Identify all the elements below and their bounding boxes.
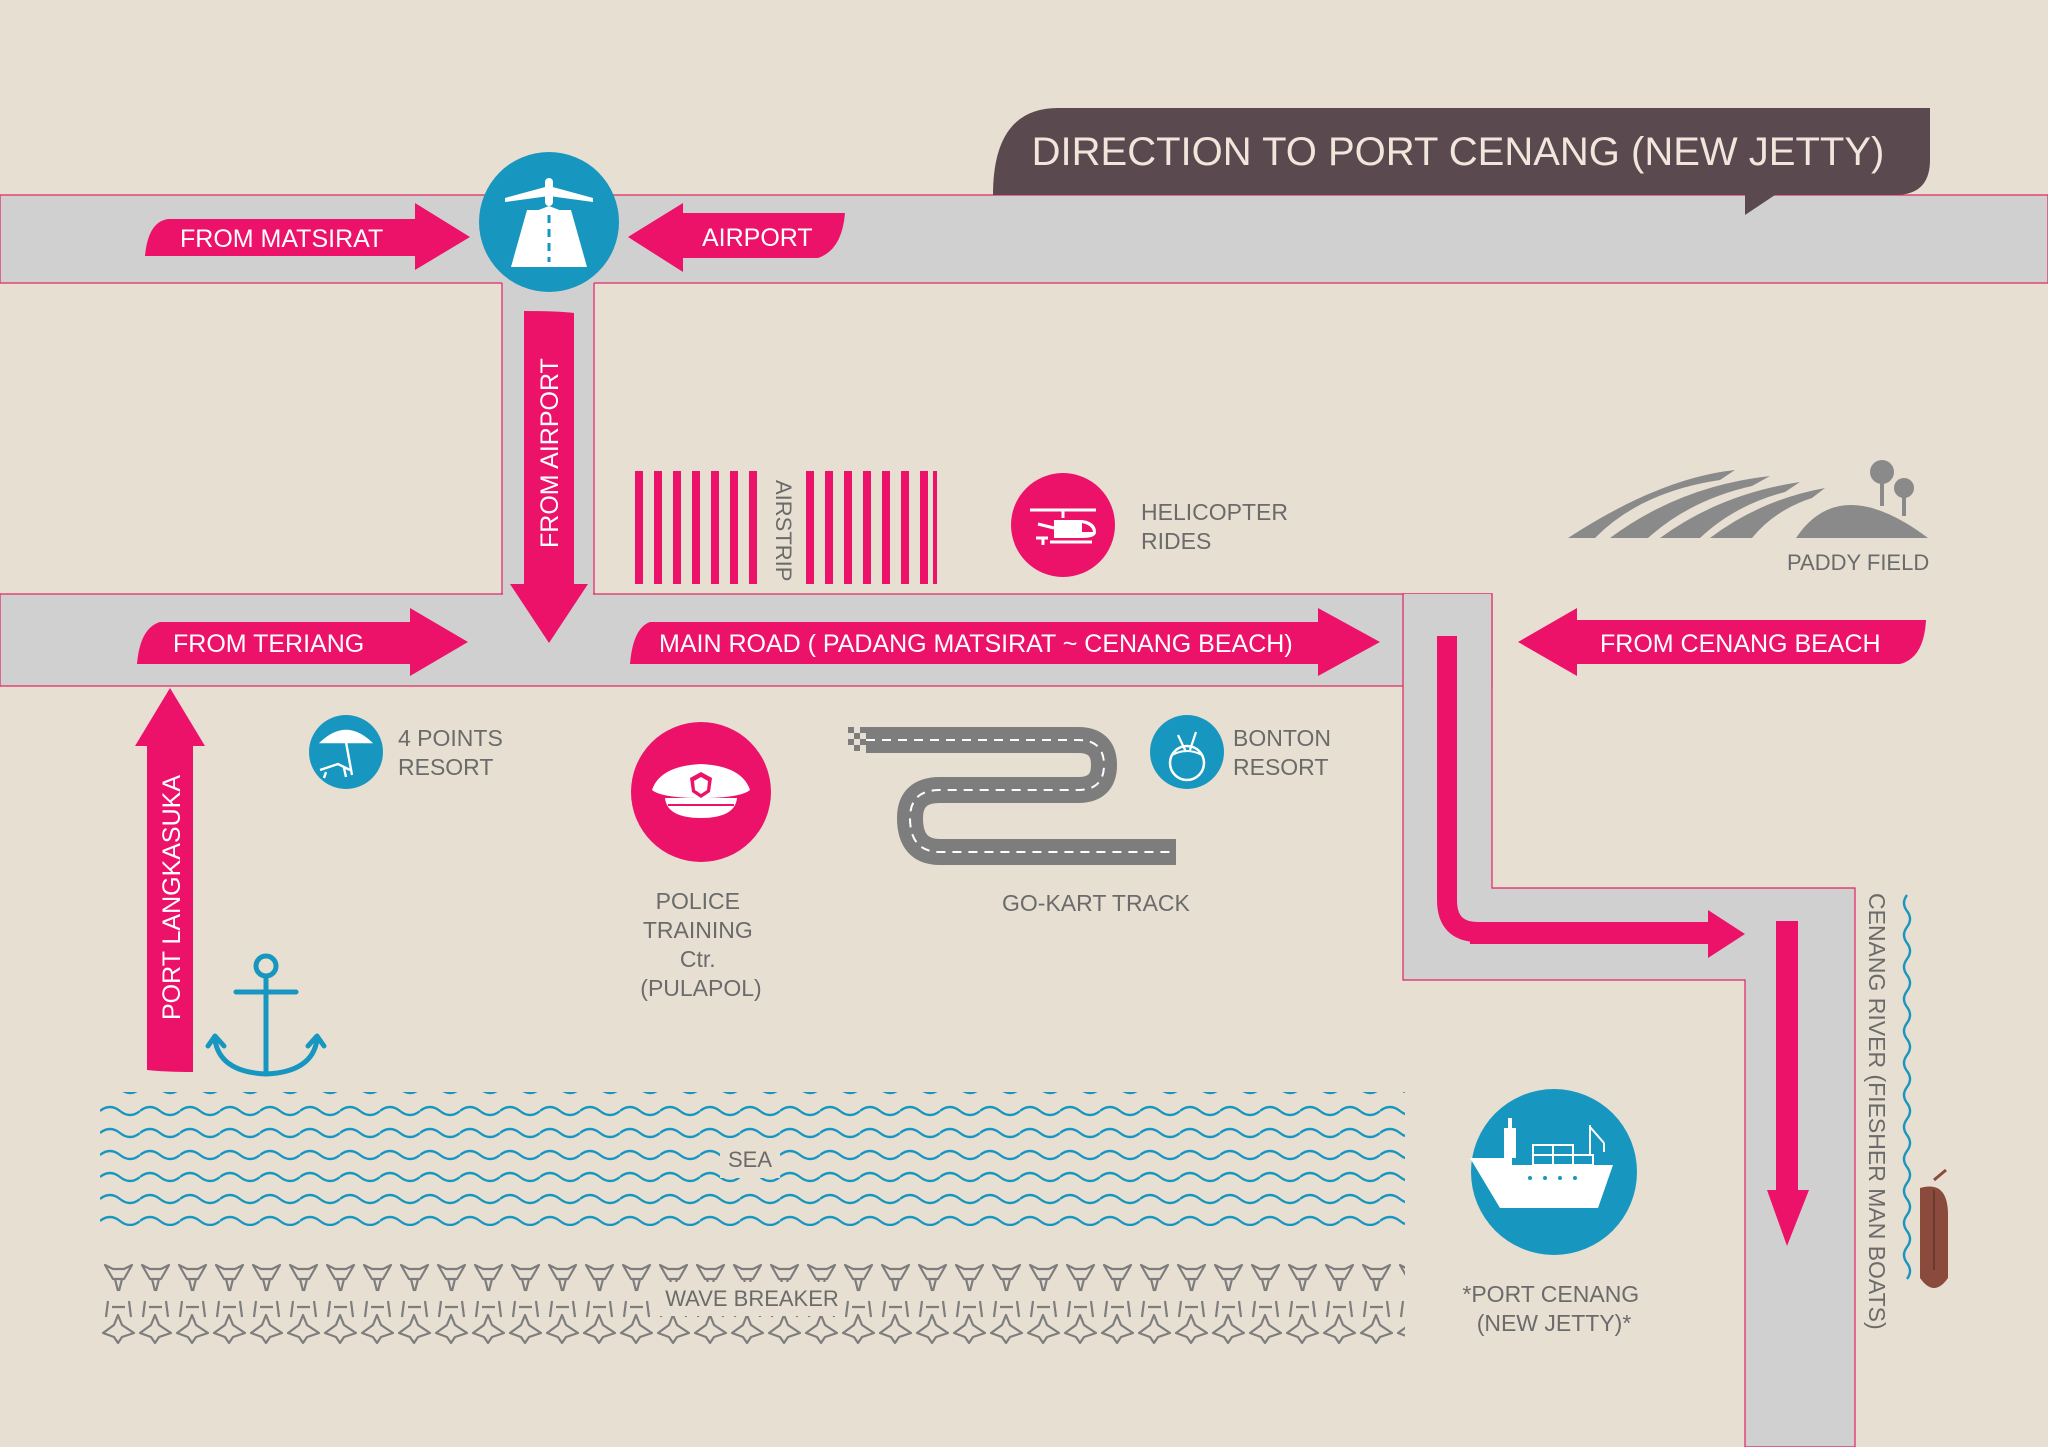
anchor-icon: [205, 953, 327, 1077]
svg-text:CENANG RIVER (FIESHER MAN BOAT: CENANG RIVER (FIESHER MAN BOATS): [1864, 893, 1890, 1330]
svg-text:AIRSTRIP: AIRSTRIP: [771, 480, 796, 581]
route-to-jetty: [1437, 636, 1809, 1246]
helicopter-label: HELICOPTER RIDES: [1141, 499, 1294, 554]
arrow-from-teriang: FROM TERIANG: [137, 608, 468, 676]
svg-text:FROM MATSIRAT: FROM MATSIRAT: [180, 225, 383, 253]
arrow-port-langkasuka: PORT LANGKASUKA: [135, 688, 205, 1072]
four-points-resort-label: 4 POINTS RESORT: [398, 725, 509, 780]
airplane-runway-icon: [479, 152, 619, 292]
svg-text:FROM AIRPORT: FROM AIRPORT: [536, 358, 564, 548]
svg-text:MAIN ROAD ( PADANG MATSIRAT ~: MAIN ROAD ( PADANG MATSIRAT ~ CENANG BEA…: [659, 630, 1293, 658]
coconut-drink-icon: [1150, 715, 1224, 789]
cenang-river: CENANG RIVER (FIESHER MAN BOATS): [1864, 893, 1912, 1330]
svg-text:PORT LANGKASUKA: PORT LANGKASUKA: [158, 775, 186, 1020]
police-cap-icon: [631, 722, 771, 862]
port-cenang-label: *PORT CENANG (NEW JETTY)*: [1462, 1281, 1645, 1336]
helicopter-icon: [1011, 473, 1115, 577]
paddy-field-label: PADDY FIELD: [1787, 550, 1929, 575]
cargo-ship-icon: [1470, 1089, 1637, 1255]
arrow-main-road: MAIN ROAD ( PADANG MATSIRAT ~ CENANG BEA…: [630, 608, 1380, 676]
sea: SEA: [100, 1092, 1405, 1226]
airstrip: AIRSTRIP: [635, 471, 937, 584]
arrow-from-airport: FROM AIRPORT: [510, 311, 588, 643]
svg-text:FROM CENANG BEACH: FROM CENANG BEACH: [1600, 630, 1881, 658]
arrow-from-cenang-beach: FROM CENANG BEACH: [1518, 608, 1926, 676]
svg-text:WAVE BREAKER: WAVE BREAKER: [665, 1286, 839, 1311]
svg-text:AIRPORT: AIRPORT: [702, 224, 813, 252]
title-banner: DIRECTION TO PORT CENANG (NEW JETTY): [993, 108, 1930, 215]
beach-umbrella-icon: [309, 715, 383, 789]
go-kart-label: GO-KART TRACK: [1002, 890, 1191, 916]
wave-breaker: WAVE BREAKER: [100, 1255, 1405, 1345]
svg-text:SEA: SEA: [728, 1147, 772, 1172]
arrow-airport: AIRPORT: [628, 203, 845, 272]
paddy-field-icon: [1568, 460, 1928, 538]
race-track-icon: [848, 727, 1176, 865]
arrow-from-matsirat: FROM MATSIRAT: [145, 203, 470, 270]
fishing-boat-icon: [1920, 1168, 1948, 1288]
police-training-label: POLICE TRAINING Ctr. (PULAPOL): [640, 888, 761, 1001]
svg-text:FROM TERIANG: FROM TERIANG: [173, 630, 364, 658]
page-title: DIRECTION TO PORT CENANG (NEW JETTY): [1032, 130, 1885, 174]
bonton-resort-label: BONTON RESORT: [1233, 725, 1337, 780]
